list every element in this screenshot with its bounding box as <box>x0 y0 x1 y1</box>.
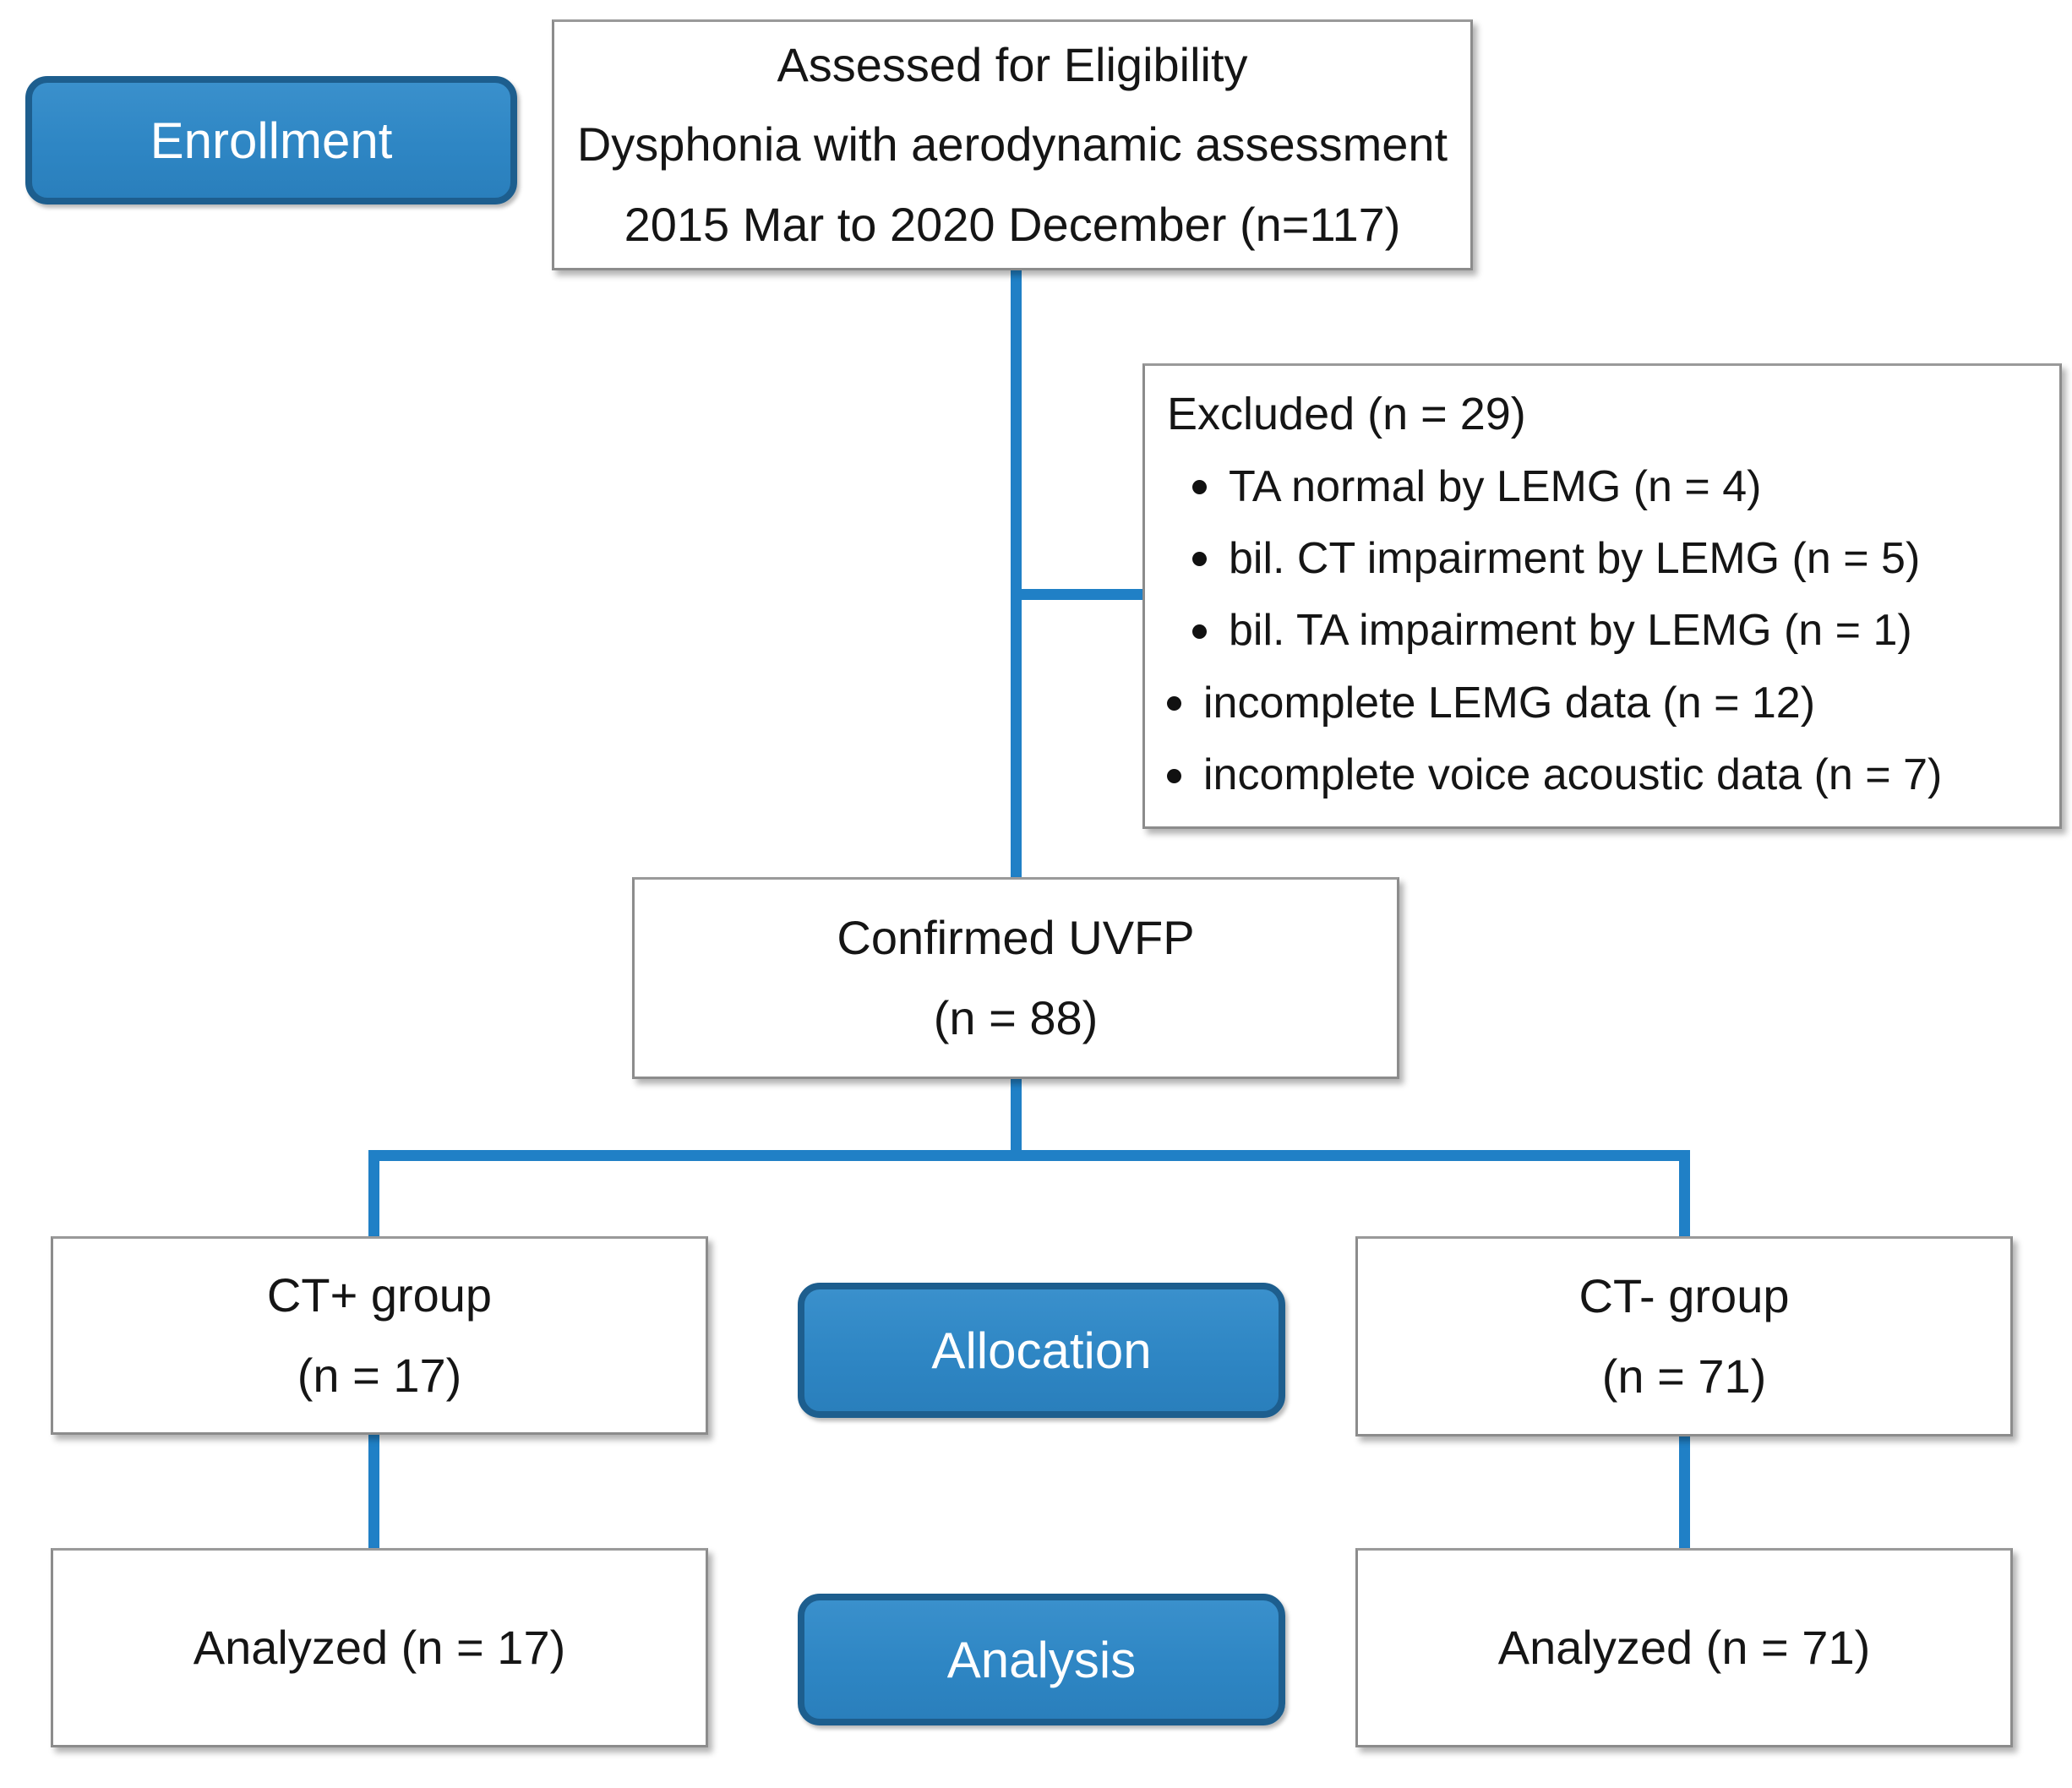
bullet-icon <box>1192 480 1207 495</box>
assessed-box: Assessed for Eligibility Dysphonia with … <box>552 19 1473 270</box>
ct-minus-group-box: CT- group (n = 71) <box>1355 1236 2013 1436</box>
ct-minus-line-1: CT- group <box>1579 1269 1790 1323</box>
bullet-icon <box>1192 552 1207 567</box>
stage-allocation-label: Allocation <box>931 1322 1152 1379</box>
excluded-item-label: TA normal by LEMG (n = 4) <box>1229 461 1762 511</box>
excluded-item-label: bil. TA impairment by LEMG (n = 1) <box>1229 606 1912 656</box>
excluded-item: bil. CT impairment by LEMG (n = 5) <box>1192 534 2034 585</box>
analyzed-left-box: Analyzed (n = 17) <box>51 1548 708 1747</box>
bullet-icon <box>1167 696 1181 711</box>
confirmed-line-1: Confirmed UVFP <box>837 911 1195 965</box>
excluded-item-label: incomplete LEMG data (n = 12) <box>1203 678 1816 728</box>
bullet-icon <box>1192 624 1207 639</box>
connector-assessed-to-confirmed <box>1011 269 1022 879</box>
ct-minus-line-2: (n = 71) <box>1601 1349 1767 1403</box>
assessed-line-2: Dysphonia with aerodynamic assessment <box>576 117 1448 172</box>
assessed-line-3: 2015 Mar to 2020 December (n=117) <box>624 197 1401 251</box>
confirmed-box: Confirmed UVFP (n = 88) <box>632 877 1399 1079</box>
stage-analysis: Analysis <box>798 1594 1285 1725</box>
connector-ct-minus-to-analyzed <box>1679 1435 1690 1550</box>
ct-plus-group-box: CT+ group (n = 17) <box>51 1236 708 1435</box>
confirmed-line-2: (n = 88) <box>933 990 1099 1044</box>
analyzed-left-label: Analyzed (n = 17) <box>193 1620 566 1674</box>
analyzed-right-box: Analyzed (n = 71) <box>1355 1548 2013 1747</box>
excluded-item: bil. TA impairment by LEMG (n = 1) <box>1192 606 2034 657</box>
connector-ct-plus-to-analyzed <box>368 1433 379 1550</box>
connector-branch-to-excluded <box>1016 589 1144 600</box>
excluded-item: incomplete voice acoustic data (n = 7) <box>1167 750 2034 801</box>
ct-plus-line-1: CT+ group <box>266 1268 493 1322</box>
stage-enrollment: Enrollment <box>25 76 517 204</box>
ct-plus-line-2: (n = 17) <box>297 1348 462 1402</box>
excluded-box: Excluded (n = 29) TA normal by LEMG (n =… <box>1142 363 2062 829</box>
connector-split-horizontal <box>368 1150 1690 1161</box>
stage-analysis-label: Analysis <box>946 1631 1137 1688</box>
bullet-icon <box>1167 768 1181 783</box>
excluded-item: TA normal by LEMG (n = 4) <box>1192 462 2034 513</box>
assessed-line-1: Assessed for Eligibility <box>777 38 1248 92</box>
excluded-item-label: incomplete voice acoustic data (n = 7) <box>1203 750 1943 800</box>
connector-split-to-ct-plus <box>368 1150 379 1238</box>
connector-split-to-ct-minus <box>1679 1150 1690 1238</box>
excluded-item-label: bil. CT impairment by LEMG (n = 5) <box>1229 534 1921 584</box>
stage-enrollment-label: Enrollment <box>150 112 393 169</box>
stage-allocation: Allocation <box>798 1283 1285 1418</box>
connector-confirmed-to-split <box>1011 1078 1022 1161</box>
analyzed-right-label: Analyzed (n = 71) <box>1497 1620 1871 1674</box>
excluded-title: Excluded (n = 29) <box>1167 389 1526 439</box>
excluded-item: incomplete LEMG data (n = 12) <box>1167 679 2034 729</box>
